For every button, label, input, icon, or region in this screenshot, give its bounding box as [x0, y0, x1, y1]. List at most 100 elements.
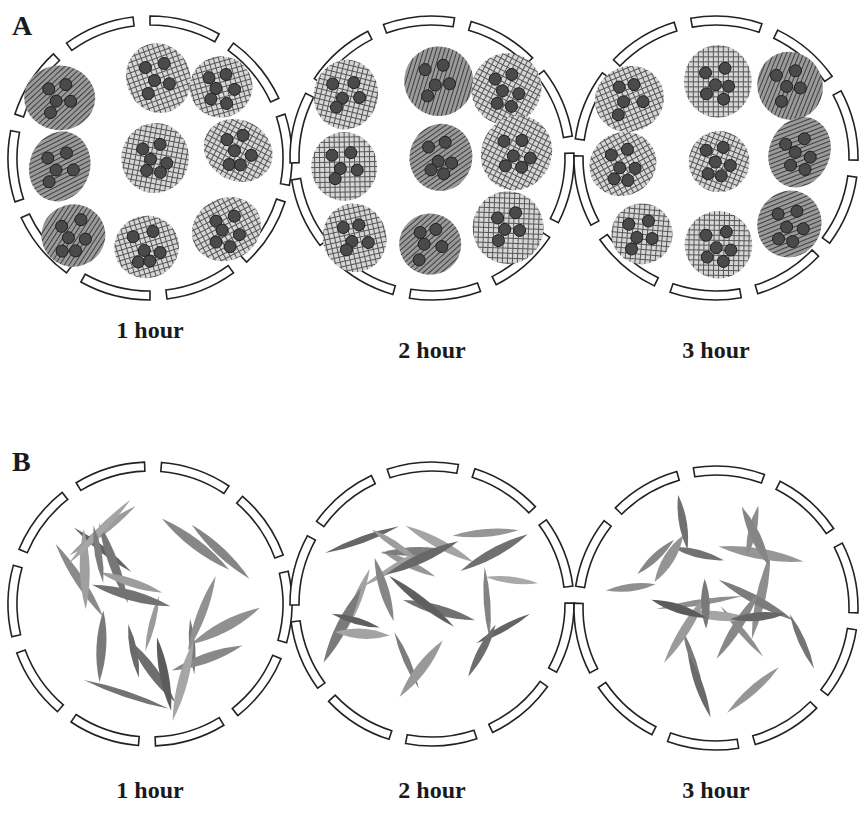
chromatin-dot	[220, 68, 232, 80]
spindle-fiber	[485, 573, 538, 586]
chromatin-dot	[42, 152, 54, 164]
chromatin-dot	[646, 233, 658, 245]
chromosome-territory	[193, 107, 284, 194]
territory-blob	[392, 34, 486, 128]
chromatin-dot	[210, 236, 222, 248]
chromosome-territory	[181, 185, 273, 273]
chromosome-territory	[684, 45, 752, 118]
spindle-fiber	[452, 526, 519, 539]
chromatin-dot	[65, 95, 77, 107]
chromatin-dot	[700, 229, 712, 241]
envelope-fragment	[161, 462, 229, 493]
chromatin-dot	[429, 79, 441, 91]
chromosome-territory	[23, 64, 96, 131]
chromatin-dot	[719, 62, 731, 74]
envelope-fragment	[753, 702, 817, 745]
nucleus	[574, 466, 858, 750]
chromatin-dot	[605, 149, 617, 161]
chromatin-dot	[513, 88, 525, 100]
chromatin-dot	[717, 255, 729, 267]
chromatin-dot	[781, 221, 793, 233]
chromatin-dot	[203, 72, 215, 84]
chromatin-dot	[710, 242, 722, 254]
nucleus	[8, 16, 292, 300]
chromatin-dot	[794, 82, 806, 94]
chromatin-dot	[506, 68, 518, 80]
chromosome-territory	[115, 117, 195, 199]
chromatin-dot	[79, 233, 91, 245]
chromatin-dot	[499, 160, 511, 172]
chromatin-dot	[614, 162, 626, 174]
chromosome-territory	[116, 34, 200, 122]
envelope-fragment	[409, 283, 480, 300]
chromatin-dot	[50, 164, 62, 176]
chromatin-dot	[437, 59, 449, 71]
chromatin-dot	[700, 67, 712, 79]
chromosome-territory	[20, 123, 100, 209]
nucleus	[8, 462, 292, 746]
chromatin-dot	[216, 224, 228, 236]
chromatin-dot	[223, 158, 235, 170]
chromatin-dot	[505, 100, 517, 112]
time-label: 2 hour	[398, 778, 465, 802]
envelope-fragment	[67, 17, 135, 50]
chromatin-dot	[330, 101, 342, 113]
chromatin-dot	[234, 159, 246, 171]
chromatin-dot	[789, 65, 801, 77]
chromatin-dot	[163, 78, 175, 90]
envelope-fragment	[472, 469, 535, 513]
chromatin-dot	[626, 243, 638, 255]
spindle-fiber	[481, 567, 493, 639]
chromatin-dot	[621, 143, 633, 155]
time-label: 3 hour	[682, 778, 749, 802]
territory-blob	[757, 107, 842, 198]
chromatin-dot	[418, 238, 430, 250]
chromatin-dot	[422, 90, 434, 102]
chromatin-dot	[237, 129, 249, 141]
territory-blob	[193, 107, 284, 194]
chromatin-dot	[787, 235, 799, 247]
chromatin-dot	[799, 163, 811, 175]
chromatin-dot	[221, 97, 233, 109]
nucleus	[574, 16, 858, 300]
chromatin-dot	[622, 174, 634, 186]
spindle-fiber	[159, 514, 232, 573]
spindle-fiber	[465, 623, 499, 679]
chromatin-dot	[149, 75, 161, 87]
nucleus	[290, 462, 574, 746]
chromatin-dot	[132, 256, 144, 268]
envelope-fragment	[615, 472, 679, 515]
chromatin-dot	[496, 85, 508, 97]
territory-blob	[471, 190, 544, 265]
chromatin-dot	[507, 150, 519, 162]
chromatin-dot	[60, 147, 72, 159]
chromosome-territory	[679, 122, 758, 202]
territory-blob	[578, 120, 668, 208]
chromosome-territory	[585, 55, 675, 143]
territory-blob	[306, 53, 385, 136]
chromatin-dot	[701, 251, 713, 263]
panel-letter: A	[12, 12, 32, 40]
chromatin-dot	[781, 80, 793, 92]
spindle-fiber	[319, 586, 366, 665]
chromosome-territory	[468, 103, 565, 202]
spindle-fiber	[787, 613, 818, 670]
chromatin-dot	[348, 77, 360, 89]
chromatin-dot	[631, 231, 643, 243]
chromatin-dot	[700, 88, 712, 100]
chromatin-dot	[516, 134, 528, 146]
chromatin-dot	[140, 62, 152, 74]
chromatin-dot	[444, 78, 456, 90]
chromatin-dot	[797, 223, 809, 235]
chromosome-territory	[471, 190, 544, 265]
envelope-fragment	[406, 730, 477, 746]
chromatin-dot	[510, 207, 522, 219]
chromatin-dot	[425, 164, 437, 176]
chromatin-dot	[62, 232, 74, 244]
chromatin-dot	[637, 96, 649, 108]
chromatin-dot	[498, 135, 510, 147]
chromatin-dot	[224, 241, 236, 253]
time-label: 3 hour	[682, 338, 749, 362]
territory-blob	[116, 34, 200, 122]
envelope-fragment	[232, 655, 281, 715]
